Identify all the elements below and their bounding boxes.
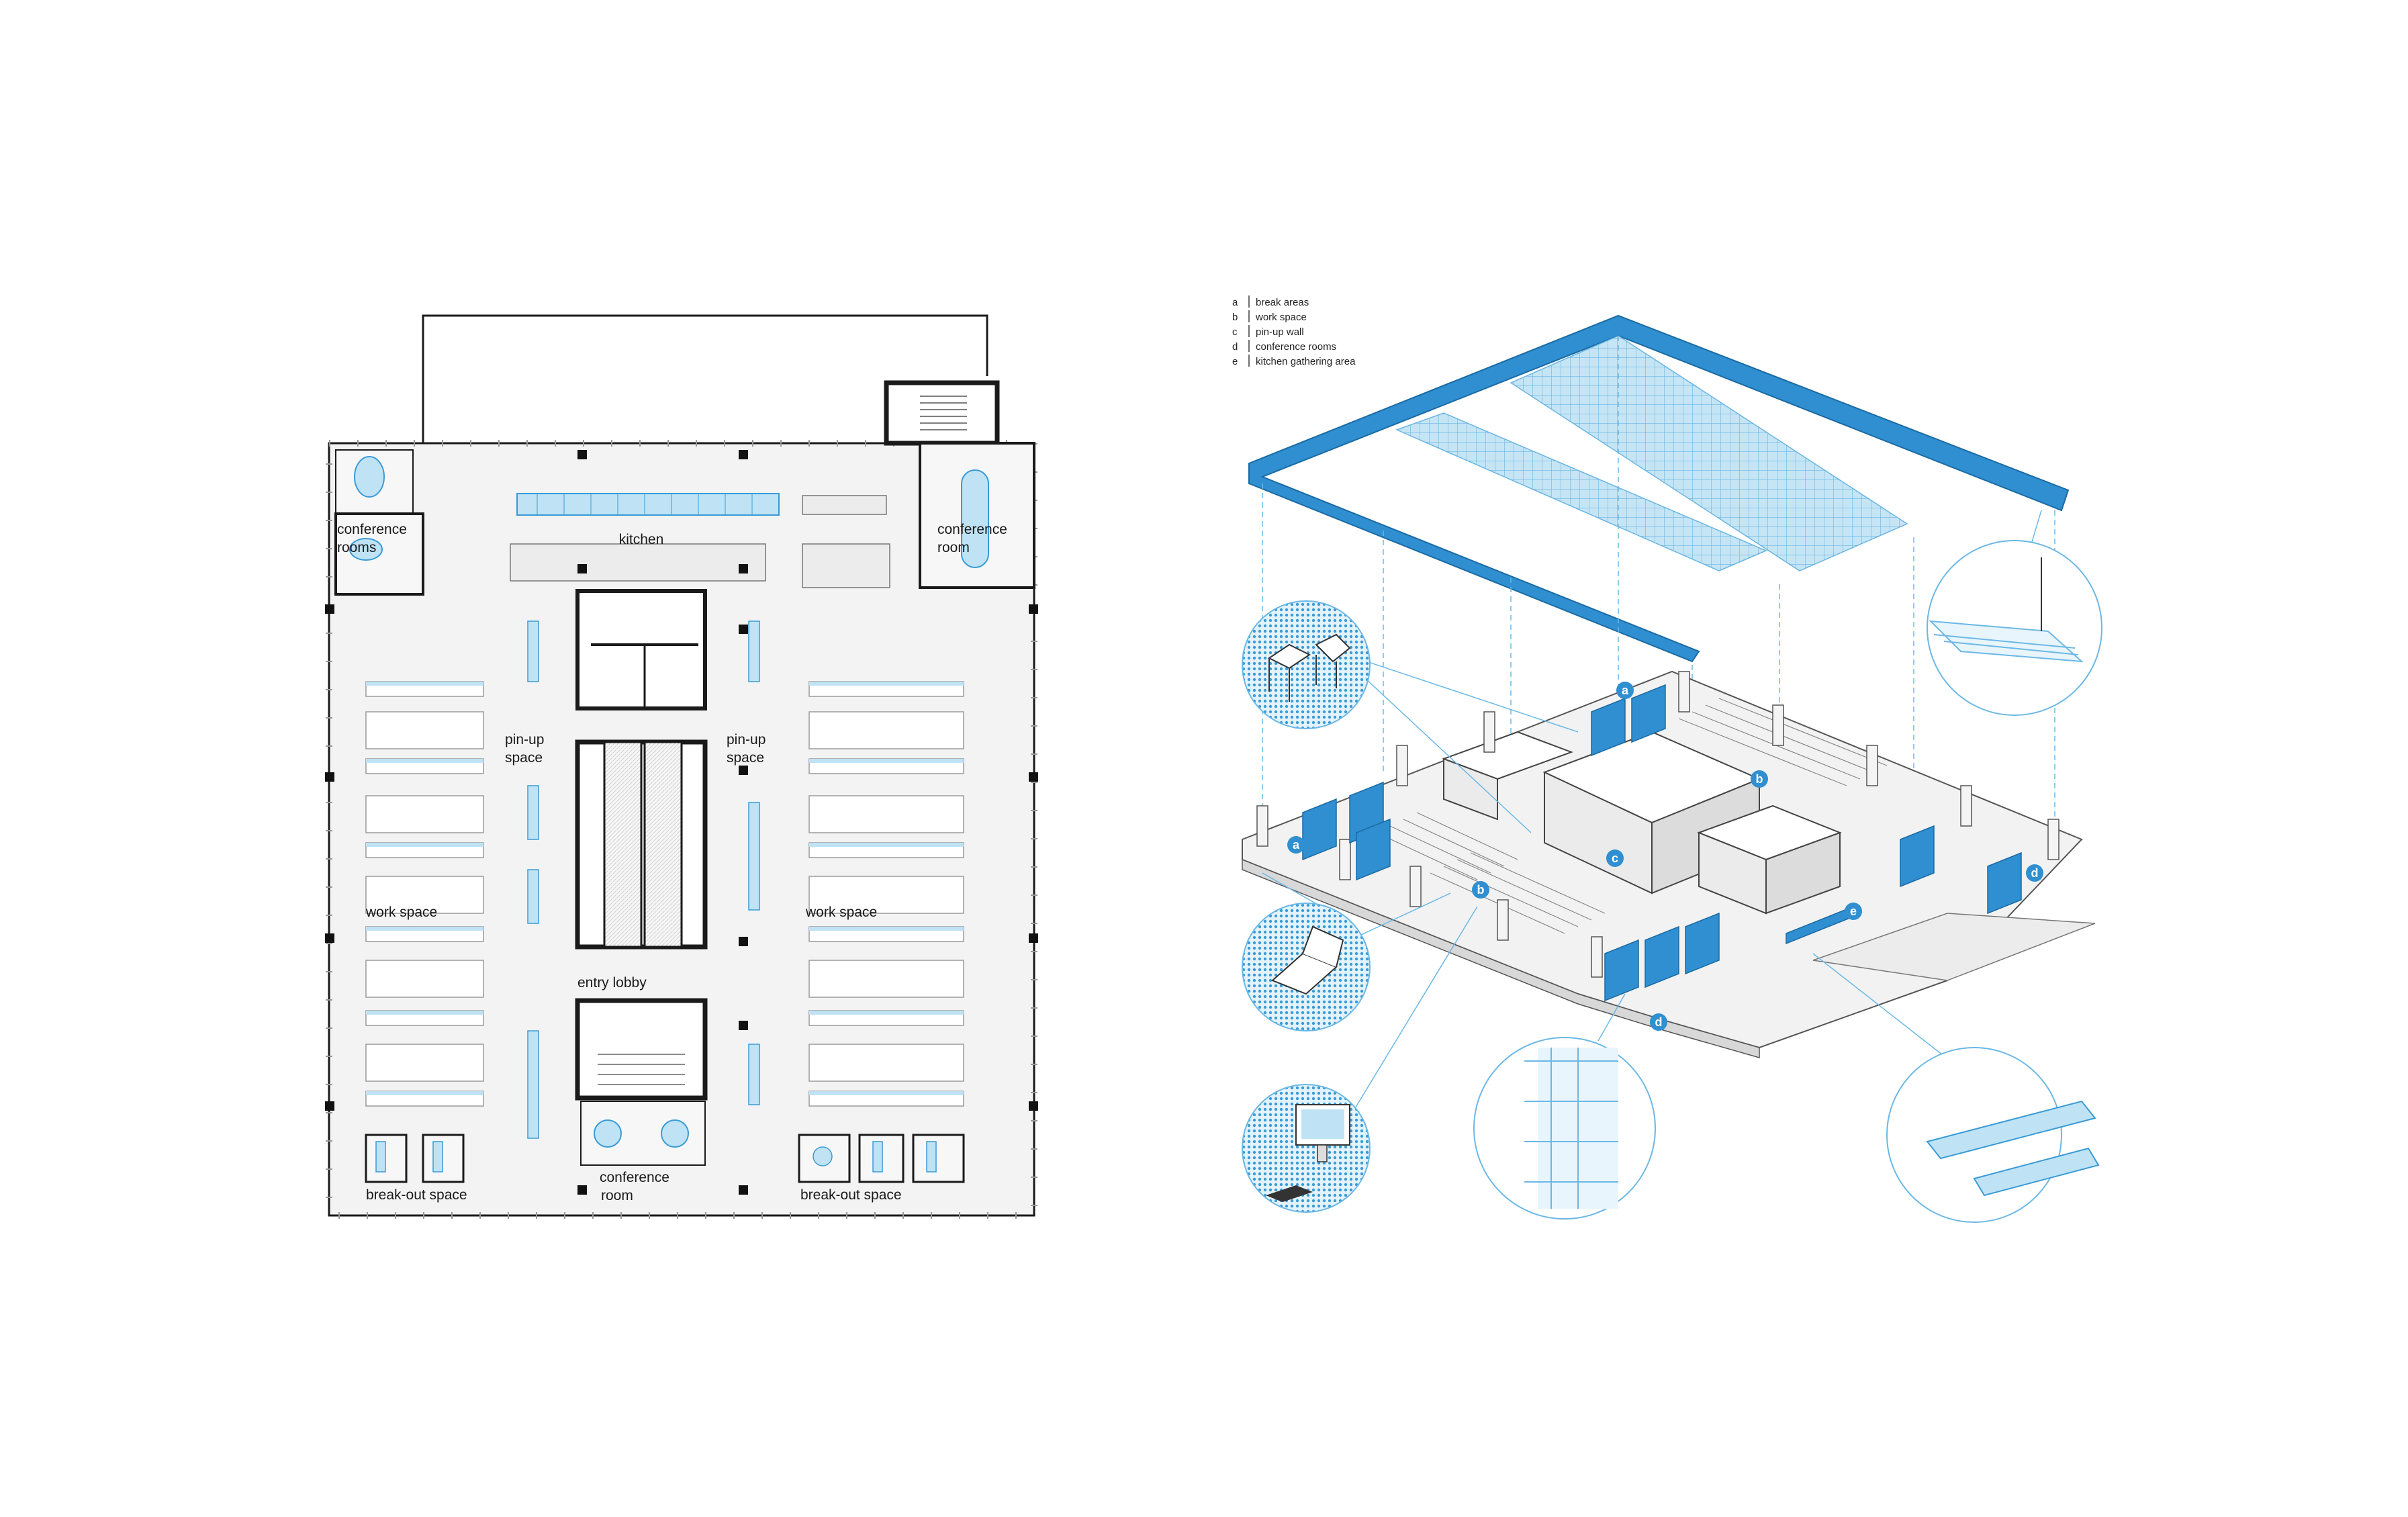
legend-label-a: break areas [1256,297,1309,308]
legend-key-a: a [1232,297,1238,308]
marker-a-2: a [1622,684,1629,697]
legend-label-e: kitchen gathering area [1256,356,1356,367]
markers: a a b b c d d e [1287,682,2043,1031]
callout-lounge-chair [1242,903,1371,1031]
legend-label-c: pin-up wall [1256,326,1304,338]
label-conference-room-bottom-1: conference [600,1170,669,1185]
label-kitchen: kitchen [619,532,664,547]
label-conference-room-right-2: room [937,540,970,555]
callout-pinup-wall [1473,1037,1656,1220]
label-conference-room-bottom-2: room [601,1188,633,1203]
legend-label-d: conference rooms [1256,341,1336,353]
marker-a-1: a [1293,838,1300,852]
legend-key-b: b [1232,312,1238,323]
label-conference-rooms-1: conference [337,522,407,537]
label-pinup-right-2: space [727,750,764,766]
label-pinup-left-2: space [505,750,543,766]
label-work-space-left: work space [365,905,437,920]
marker-d-2: d [1655,1015,1663,1029]
callout-computer [1242,1084,1371,1213]
legend-key-c: c [1232,326,1238,338]
label-entry-lobby: entry lobby [577,975,647,991]
legend: a break areas b work space c pin-up wall… [1232,295,1356,367]
label-conference-room-right-1: conference [937,522,1007,537]
marker-d-1: d [2031,866,2039,880]
marker-b-1: b [1756,772,1763,786]
callout-chairs [1242,600,1371,729]
label-breakout-right: break-out space [800,1187,902,1203]
label-pinup-right-1: pin-up [727,732,766,747]
marker-e: e [1850,905,1857,918]
floor-plan: kitchen conference rooms conference room… [325,314,1038,1219]
label-pinup-left-1: pin-up [505,732,544,747]
callout-bench [1886,1047,2100,1223]
legend-key-e: e [1232,356,1238,367]
legend-key-d: d [1232,341,1238,353]
callout-ceiling-fixture [1927,540,2102,716]
label-work-space-right: work space [805,905,877,920]
marker-c: c [1612,852,1618,865]
legend-label-b: work space [1255,312,1307,323]
axonometric: a break areas b work space c pin-up wall… [1232,295,2102,1223]
label-breakout-left: break-out space [366,1187,467,1203]
label-conference-rooms-2: rooms [337,540,376,555]
marker-b-2: b [1477,883,1485,897]
